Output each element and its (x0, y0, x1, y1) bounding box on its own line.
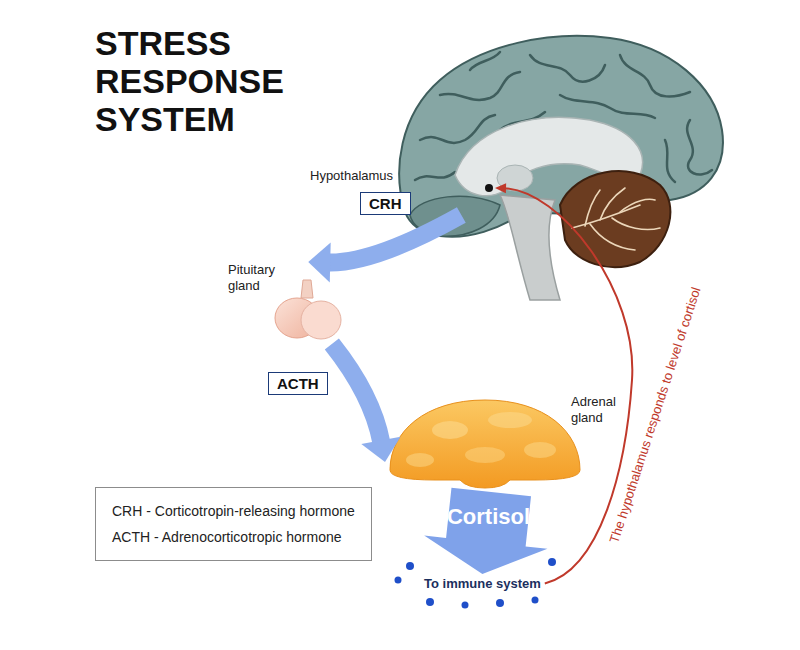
connector (424, 488, 547, 574)
feedback-note: The hypothalamus responds to level of co… (606, 285, 703, 545)
pituitary-gland: Pituitary gland (228, 262, 346, 344)
node-text: To immune system (424, 576, 541, 591)
arrow-shaft (328, 215, 461, 262)
hormone-label: Cortisol (447, 504, 530, 530)
node-text: ACTH - Adrenocorticotropic hormone (112, 524, 355, 550)
pituitary-gland-drawing (275, 280, 341, 339)
hormone-label: CRH (360, 192, 411, 215)
arrow-head (361, 437, 400, 462)
node-text: Adrenal gland (571, 394, 631, 426)
arrow-head (495, 183, 506, 193)
arbor-vitae (572, 188, 660, 250)
node-text: CRH - Corticotropin-releasing hormone (112, 498, 355, 524)
arrow-shaft (332, 344, 381, 442)
cerebellum (560, 171, 670, 267)
adrenal-gland: Adrenal gland (385, 392, 635, 492)
arrow-head (308, 243, 330, 283)
connector (332, 344, 401, 462)
diagram-title: STRESS RESPONSE SYSTEM (95, 24, 325, 138)
connector (308, 215, 461, 282)
node-text: Hypothalamus (310, 168, 393, 184)
abbreviation-box: CRH - Corticotropin-releasing hormoneACT… (95, 487, 372, 561)
node-text: Pituitary gland (228, 262, 292, 294)
adrenal-gland-drawing (390, 400, 580, 488)
brain (399, 36, 723, 300)
hypothalamus-dot (485, 184, 493, 192)
brainstem (500, 195, 560, 300)
block-arrow (424, 488, 547, 574)
hormone-label: ACTH (268, 372, 328, 395)
immune-target: To immune system (420, 574, 545, 593)
